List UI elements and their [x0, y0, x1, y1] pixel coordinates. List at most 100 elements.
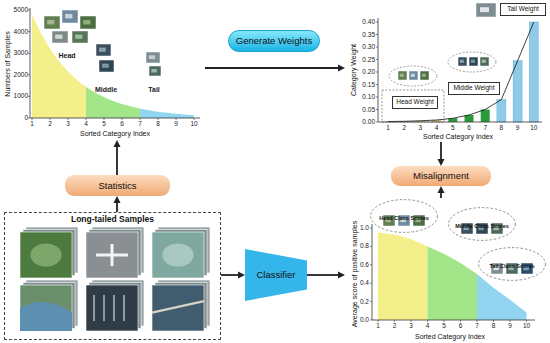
tick: [376, 34, 378, 35]
tick-label: 0.10: [362, 94, 375, 101]
classifier-block: Classifier: [245, 249, 307, 301]
tick-label: 1: [386, 125, 390, 132]
axis-title: Average score of positive samples: [351, 221, 358, 327]
tick-label: 0.4: [360, 280, 369, 287]
tick: [376, 59, 378, 60]
tick-label: 5: [451, 125, 455, 132]
tick-label: 8: [500, 125, 504, 132]
y-axis: [378, 18, 379, 122]
sample-image: [86, 232, 138, 278]
axis-title: Category Weight: [350, 44, 357, 96]
axis-title: Numbers of Samples: [4, 31, 11, 96]
flow-arrow: [114, 140, 121, 175]
tick-label: 0.6: [360, 262, 369, 269]
tick-label: 3: [419, 125, 423, 132]
group-heading: Long-tailed Samples: [5, 215, 220, 224]
tick: [176, 118, 177, 120]
tick-label: 8: [156, 121, 160, 128]
tick: [194, 118, 195, 120]
image-detail: [149, 55, 155, 59]
tick: [376, 122, 378, 123]
image-detail: [480, 7, 489, 12]
weight-bar: [481, 110, 490, 123]
tick: [28, 31, 30, 32]
image-thumbnail: [420, 71, 429, 80]
node-label: Generate Weights: [236, 36, 312, 46]
image-thumbnail: [44, 16, 60, 29]
category-weight-chart: Category WeightSorted Category IndexHead…: [345, 0, 550, 142]
tick: [370, 246, 372, 247]
tick-label: 8: [492, 323, 496, 330]
image-thumbnail: [72, 31, 88, 43]
score-chart: Average score of positive samplesSorted …: [345, 198, 550, 343]
tick-label: 0.00: [362, 119, 375, 126]
tick: [370, 228, 372, 229]
process-box: Misalignment: [391, 166, 491, 186]
tick: [28, 53, 30, 54]
arrow-head: [338, 65, 345, 72]
tick-label: 0.8: [360, 243, 369, 250]
sample-image: [86, 285, 138, 331]
y-axis: [30, 8, 31, 118]
node-label: Head Class Scores: [379, 216, 429, 222]
process-box: Statistics: [65, 175, 170, 196]
tick: [477, 320, 478, 322]
arrow-head: [438, 186, 445, 193]
tick: [86, 118, 87, 120]
image-detail: [151, 69, 156, 73]
image-thumbnail: [398, 71, 407, 80]
pier: [93, 295, 95, 321]
connector-line: [116, 202, 118, 212]
flow-arrow: [307, 272, 345, 279]
area-fill: [477, 274, 527, 320]
airplane: [96, 244, 128, 266]
tick-label: 7: [483, 125, 487, 132]
tick: [376, 22, 378, 23]
node-label: Middle Weight: [453, 85, 494, 92]
callout-ellipse: [449, 208, 516, 241]
tick: [28, 74, 30, 75]
tick-label: 9: [516, 125, 520, 132]
area-fill: [428, 246, 478, 320]
tick-label: 4: [426, 323, 430, 330]
pier: [113, 295, 115, 321]
connector-line: [307, 274, 339, 276]
process-box: Generate Weights: [228, 30, 320, 52]
region-label: Tail: [148, 86, 160, 93]
flow-arrow: [205, 65, 345, 72]
image-detail: [400, 74, 404, 77]
tick-label: 7: [475, 323, 479, 330]
image-thumbnail: [458, 57, 467, 66]
image-thumbnail: [62, 10, 78, 23]
flow-arrow: [438, 142, 445, 166]
axis-title: Sorted Category Index: [80, 130, 150, 137]
tick: [28, 10, 30, 11]
weight-bar: [465, 115, 474, 122]
flow-arrow: [114, 196, 121, 212]
node-label: Misalignment: [413, 171, 469, 181]
callout-ellipse: [389, 66, 437, 86]
image-thumbnail: [96, 44, 111, 56]
tick-label: 0: [24, 115, 28, 122]
axis-title: Sorted Category Index: [415, 333, 485, 340]
image-detail: [30, 244, 61, 267]
tick-label: 0.05: [362, 106, 375, 113]
tick: [411, 320, 412, 322]
sample-count-chart: Numbers of SamplesSorted Category Index: [0, 0, 205, 140]
image-thumbnail: [480, 57, 489, 66]
arrow-head: [114, 196, 121, 203]
tick: [370, 301, 372, 302]
tick-label: 10: [523, 323, 530, 330]
image-detail: [75, 35, 82, 39]
tick: [370, 320, 372, 321]
tick-label: 10: [530, 125, 537, 132]
tick-label: 5: [102, 121, 106, 128]
x-axis: [30, 118, 200, 119]
tick-label: 0.25: [362, 56, 375, 63]
image-thumbnail: [149, 66, 161, 76]
tick: [68, 118, 69, 120]
tick: [444, 320, 445, 322]
tick-label: 0.40: [362, 19, 375, 26]
tick: [370, 283, 372, 284]
tick-label: 4: [435, 125, 439, 132]
